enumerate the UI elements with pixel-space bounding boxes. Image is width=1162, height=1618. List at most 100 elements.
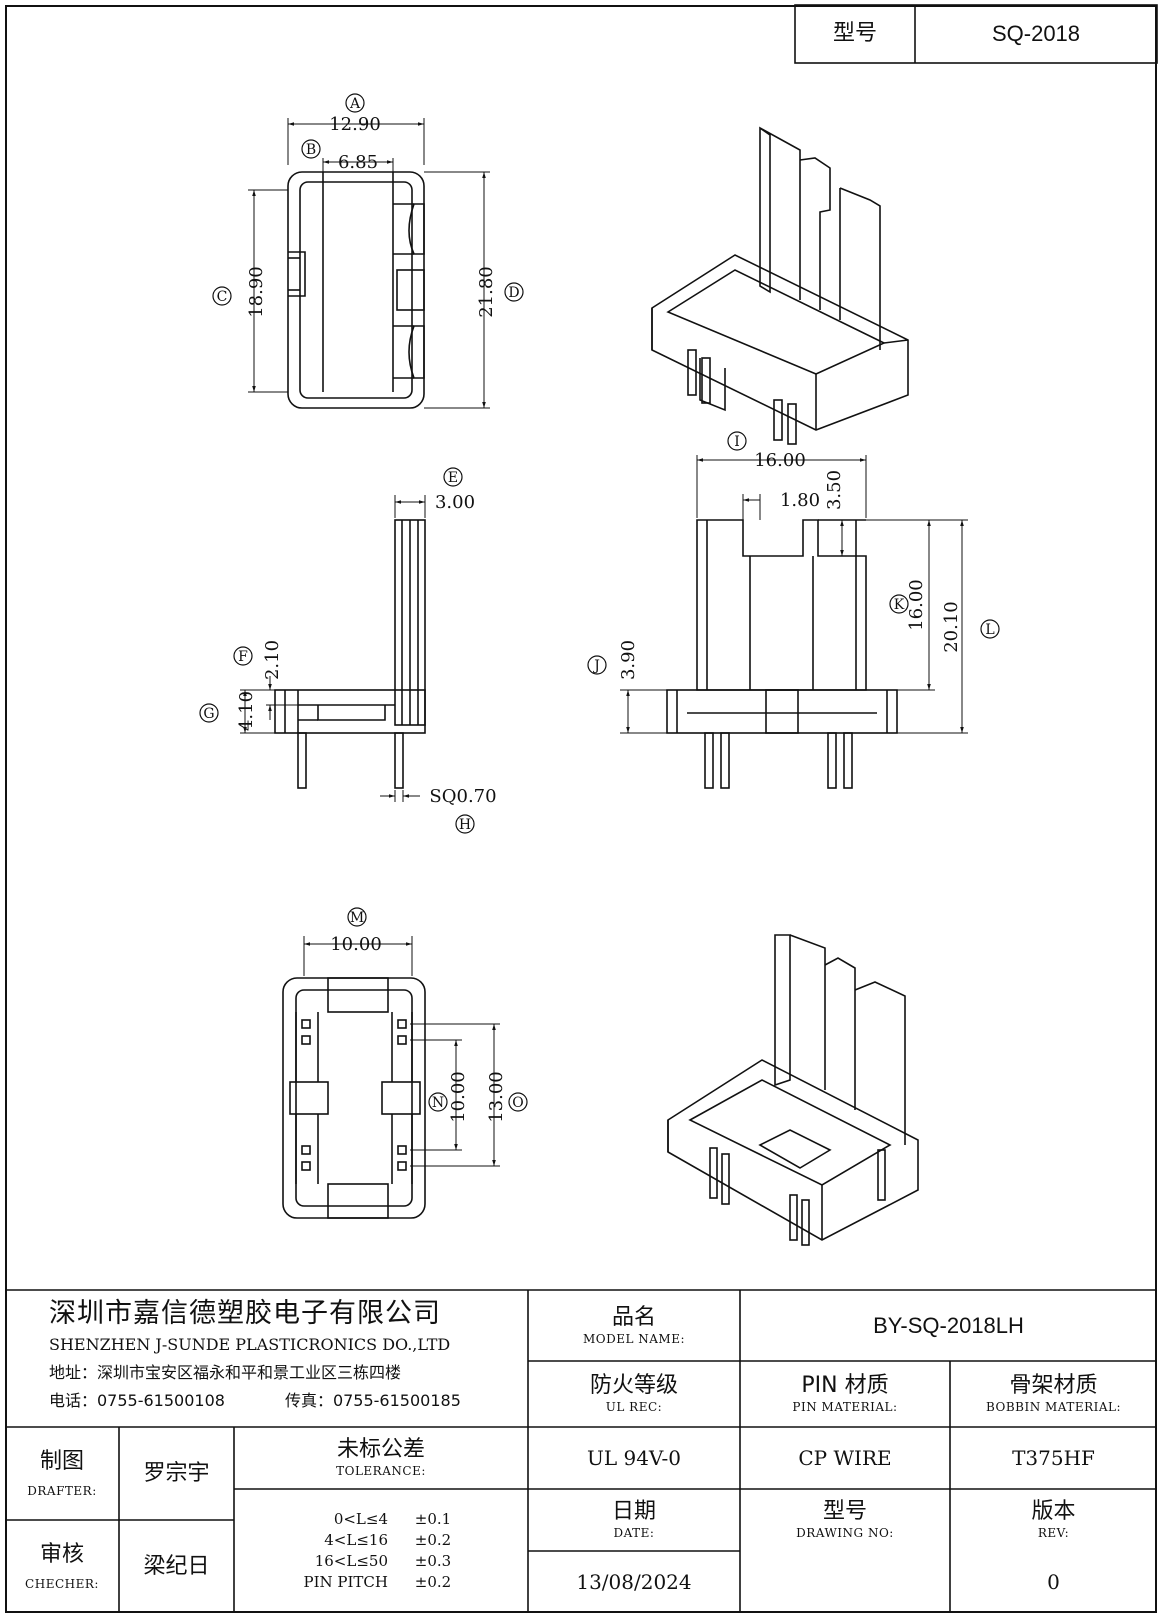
bobbin-material-cn: 骨架材质 (1009, 1373, 1098, 1398)
tolerance-value: ±0.1 (414, 1510, 452, 1528)
rev-value: 0 (1047, 1570, 1060, 1594)
checker-cn: 审核 (39, 1541, 84, 1567)
tag-b-circle (301, 139, 321, 159)
bobbin-material-en: BOBBIN MATERIAL: (985, 1400, 1122, 1414)
tolerance-range: 4<L≤16 (324, 1531, 388, 1549)
dim-i3: 3.50 (824, 470, 845, 510)
tag-k: K (894, 597, 905, 613)
dim-i2: 1.80 (780, 490, 820, 511)
tag-k-circle (889, 594, 909, 614)
dim-k: 16.00 (906, 579, 927, 631)
isometric-view-top (651, 126, 909, 445)
ul-cn: 防火等级 (589, 1373, 678, 1398)
dim-g: 4.10 (236, 691, 257, 731)
dim-b: 6.85 (338, 152, 378, 173)
model-name-value: BY-SQ-2018LH (873, 1312, 1024, 1338)
company-phone: 电话：0755-61500108 (49, 1391, 225, 1410)
tolerance-header: 未标公差 TOLERANCE: (234, 1427, 528, 1489)
tolerance-value: ±0.3 (414, 1552, 452, 1570)
tag-l-circle (980, 619, 1000, 639)
header-model-label: 型号 (832, 21, 877, 46)
tag-e-circle (443, 467, 463, 487)
company-fax: 传真：0755-61500185 (284, 1391, 461, 1410)
tag-d: D (508, 285, 519, 301)
tolerance-cn: 未标公差 (336, 1437, 425, 1462)
drawing-no-cn: 型号 (822, 1499, 867, 1524)
drafter-en: DRAFTER: (27, 1483, 97, 1498)
company-name-cn: 深圳市嘉信德塑胶电子有限公司 (49, 1298, 441, 1329)
tag-f: F (238, 649, 248, 665)
checker-en: CHECHER: (25, 1576, 99, 1591)
pin-material-cn: PIN 材质 (801, 1373, 889, 1398)
dim-i: 16.00 (754, 450, 806, 471)
front-view (620, 455, 968, 789)
tag-g: G (203, 706, 214, 722)
rev-cn: 版本 (1031, 1499, 1076, 1524)
pin-material-value: CP WIRE (798, 1446, 892, 1470)
dim-o: 13.00 (486, 1071, 507, 1123)
tag-j: J (592, 658, 600, 674)
model-name-header: 品名 MODEL NAME: (528, 1290, 740, 1361)
tag-h: H (459, 817, 471, 833)
dim-n: 10.00 (448, 1071, 469, 1123)
tag-a-circle (345, 93, 365, 113)
tolerance-range: 0<L≤4 (333, 1510, 388, 1528)
top-view (248, 118, 490, 409)
title-block-grid (5, 4, 1158, 1613)
tolerance-table: 0<L≤4 ±0.1 4<L≤16 ±0.2 16<L≤50 ±0.3 PIN … (234, 1489, 528, 1613)
header-model-value: SQ-2018 (991, 21, 1081, 46)
model-name-en: MODEL NAME: (582, 1331, 686, 1346)
company-address: 地址：深圳市宝安区福永和平和景工业区三栋四楼 (49, 1363, 402, 1382)
isometric-view-bottom (667, 934, 919, 1246)
rev-header: 版本 REV: (950, 1489, 1157, 1551)
tag-c: C (217, 289, 228, 305)
tag-i-circle (727, 431, 747, 451)
checker-label: 审核 CHECHER: (5, 1520, 119, 1613)
company-name-en: SHENZHEN J-SUNDE PLASTICRONICS DO.,LTD (49, 1335, 451, 1354)
tag-f-circle (233, 646, 253, 666)
tag-m: M (350, 910, 364, 926)
tag-a: A (349, 96, 361, 112)
tag-n-circle (428, 1092, 448, 1112)
tag-o: O (512, 1095, 523, 1111)
drafter-label: 制图 DRAFTER: (5, 1427, 119, 1520)
dim-a: 12.90 (329, 114, 381, 135)
tag-m-circle (347, 907, 367, 927)
tag-c-circle (212, 286, 232, 306)
bobbin-material-header: 骨架材质 BOBBIN MATERIAL: (950, 1361, 1157, 1427)
drafter-cn: 制图 (39, 1448, 84, 1474)
dim-h: SQ0.70 (429, 786, 496, 807)
ul-value: UL 94V-0 (586, 1446, 682, 1470)
tolerance-value: ±0.2 (414, 1531, 452, 1549)
date-header: 日期 DATE: (528, 1489, 740, 1551)
tag-n: N (432, 1095, 444, 1111)
dim-f: 2.10 (262, 640, 283, 680)
dim-e: 3.00 (435, 492, 475, 513)
dim-m: 10.00 (330, 934, 382, 955)
model-name-cn: 品名 (611, 1304, 656, 1330)
tolerance-en: TOLERANCE: (336, 1464, 426, 1478)
drawing-no-header: 型号 DRAWING NO: (740, 1489, 950, 1551)
drafter-name: 罗宗宇 (143, 1460, 210, 1486)
date-cn: 日期 (611, 1499, 656, 1524)
bottom-view (282, 936, 500, 1219)
ul-header: 防火等级 UL REC: (528, 1361, 740, 1427)
dim-d: 21.80 (476, 266, 497, 318)
dim-j: 3.90 (618, 640, 639, 680)
bobbin-material-value: T375HF (1012, 1446, 1095, 1470)
tag-e: E (448, 470, 458, 486)
tag-o-circle (508, 1092, 528, 1112)
drawing-frame (5, 5, 1157, 1613)
tag-h-circle (455, 814, 475, 834)
pin-material-header: PIN 材质 PIN MATERIAL: (740, 1361, 950, 1427)
date-value: 13/08/2024 (576, 1570, 692, 1594)
side-view (240, 495, 426, 802)
rev-en: REV: (1037, 1526, 1070, 1540)
company-info: 深圳市嘉信德塑胶电子有限公司 SHENZHEN J-SUNDE PLASTICR… (5, 1290, 528, 1427)
checker-name: 梁纪日 (143, 1553, 210, 1579)
tag-d-circle (504, 282, 524, 302)
tag-b: B (306, 142, 316, 158)
ul-en: UL REC: (605, 1400, 663, 1414)
tolerance-value: ±0.2 (414, 1573, 452, 1591)
